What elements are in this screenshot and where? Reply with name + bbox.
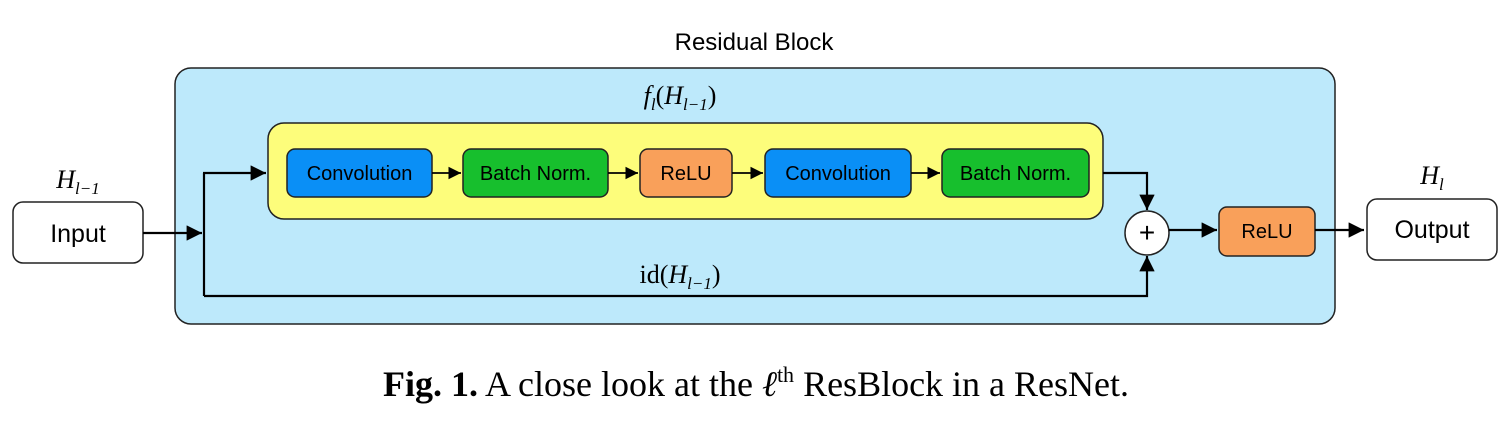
layer-label: ReLU <box>660 163 711 185</box>
output-relu: ReLU <box>1218 206 1316 257</box>
residual-block-title: Residual Block <box>675 29 835 56</box>
identity-label: id(Hl−1) <box>639 260 720 293</box>
input-node: Input <box>12 201 144 264</box>
arrow-residual-plus <box>1103 171 1155 210</box>
input-node-label: Input <box>50 220 106 248</box>
layer-batchnorm-2: Batch Norm. <box>941 148 1090 198</box>
residual-function-label: fl(Hl−1) <box>644 81 717 114</box>
layer-conv-2: Convolution <box>764 148 912 198</box>
caption-sup: th <box>776 362 795 387</box>
figure-caption: Fig. 1. A close look at the ℓth ResBlock… <box>0 362 1512 405</box>
output-relu-label: ReLU <box>1241 221 1292 243</box>
caption-text-2: ResBlock in a ResNet. <box>794 364 1130 404</box>
figure-number: Fig. 1. <box>382 364 478 404</box>
layer-label: Convolution <box>785 163 891 185</box>
layer-batchnorm-1: Batch Norm. <box>462 148 609 198</box>
layer-label: Convolution <box>307 163 413 185</box>
output-tensor-label: Hl <box>1419 161 1444 194</box>
identity-path <box>204 255 1155 298</box>
plus-icon: + <box>1139 217 1155 248</box>
caption-text-1: A close look at the <box>477 364 762 404</box>
layer-label: Batch Norm. <box>960 163 1071 185</box>
layer-relu-1: ReLU <box>639 148 733 198</box>
output-node: Output <box>1366 198 1498 261</box>
layer-label: Batch Norm. <box>480 163 591 185</box>
layer-conv-1: Convolution <box>286 148 433 198</box>
caption-ell: ℓ <box>761 364 777 404</box>
addition-node: + <box>1124 210 1170 256</box>
output-node-label: Output <box>1394 216 1469 244</box>
input-tensor-label: Hl−1 <box>55 165 99 198</box>
